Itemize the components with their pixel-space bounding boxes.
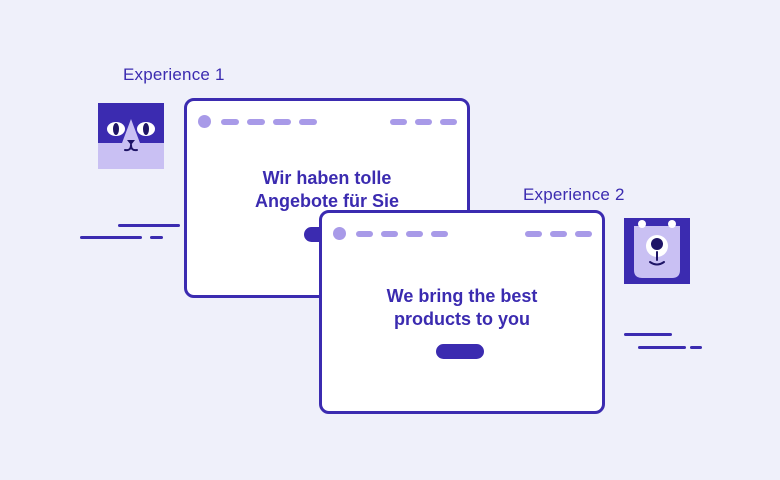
toolbar-dash bbox=[440, 119, 457, 125]
motion-line bbox=[638, 346, 686, 349]
window-1-headline: Wir haben tolle Angebote für Sie bbox=[254, 168, 399, 211]
address-bar-dash bbox=[406, 231, 423, 237]
address-bar-dash bbox=[247, 119, 265, 125]
toolbar-dash bbox=[575, 231, 592, 237]
cat-face-icon bbox=[98, 103, 164, 169]
toolbar-dash bbox=[390, 119, 407, 125]
bear-face-icon bbox=[624, 218, 690, 284]
address-bar-dash bbox=[431, 231, 448, 237]
address-bar-dash bbox=[221, 119, 239, 125]
toolbar-dash bbox=[550, 231, 567, 237]
experience-2-label: Experience 2 bbox=[523, 185, 625, 204]
toolbar-dash bbox=[415, 119, 432, 125]
browser-window-experience-1: Wir haben tolle Angebote für Sie bbox=[184, 98, 470, 298]
motion-line bbox=[150, 236, 163, 239]
motion-line bbox=[118, 224, 180, 227]
motion-line bbox=[624, 333, 672, 336]
cta-button[interactable] bbox=[436, 344, 484, 359]
experience-1-label: Experience 1 bbox=[123, 65, 225, 84]
window-dot-icon bbox=[198, 115, 211, 128]
toolbar-dash bbox=[525, 231, 542, 237]
window-dot-icon bbox=[333, 227, 346, 240]
motion-line bbox=[80, 236, 142, 239]
browser-window-experience-2: We bring the best products to you bbox=[319, 210, 605, 414]
address-bar-dash bbox=[299, 119, 317, 125]
address-bar-dash bbox=[381, 231, 398, 237]
address-bar-dash bbox=[356, 231, 373, 237]
motion-line bbox=[690, 346, 702, 349]
address-bar-dash bbox=[273, 119, 291, 125]
window-2-headline: We bring the best products to you bbox=[386, 286, 538, 329]
